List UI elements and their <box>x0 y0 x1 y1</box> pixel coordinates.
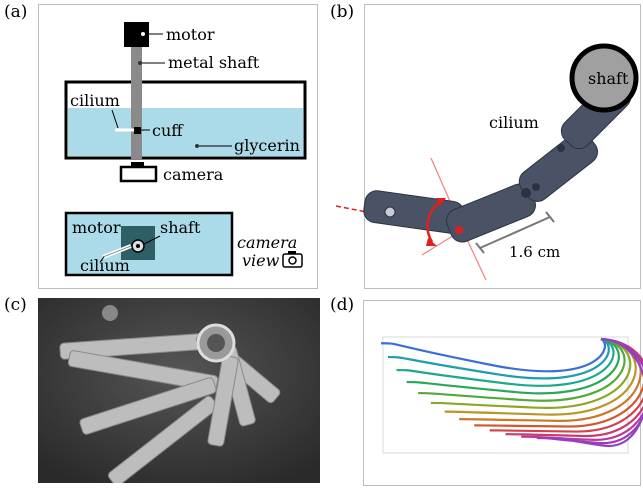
panel-c: (c) <box>0 295 320 488</box>
cilium-trace <box>536 337 643 445</box>
camera-body <box>119 165 158 183</box>
cilium-label: cilium <box>489 113 539 132</box>
glycerin-fill <box>68 108 303 156</box>
panel-b-photo: shaft cilium 1.6 cm <box>335 43 639 281</box>
view-cilium-label: cilium <box>80 256 130 275</box>
cuff <box>134 127 141 134</box>
view-shaft-label: shaft <box>160 218 201 237</box>
panel-b: (b) shaft cilium <box>326 0 643 290</box>
metal-shaft <box>131 47 142 159</box>
camera-mount <box>131 162 144 167</box>
panel-a-schematic: motor metal shaft cilium cuff glycerin c… <box>64 22 307 277</box>
panel-a-label: (a) <box>4 2 28 22</box>
scale-bar <box>475 211 555 254</box>
camera-view-label-2: view <box>242 251 280 270</box>
glycerin-label: glycerin <box>234 136 300 155</box>
panel-c-photo <box>38 298 320 483</box>
cilium-trace <box>551 337 643 447</box>
cilium-trace <box>381 337 607 373</box>
cilium-trace <box>406 337 620 395</box>
pivot-gear <box>102 305 236 363</box>
angle-arc <box>426 200 441 243</box>
cilium-trace <box>521 337 643 441</box>
camera-label: camera <box>163 165 224 184</box>
trace-group <box>381 337 643 447</box>
panel-a: (a) motor metal shaft cilium cuff glycer… <box>0 0 320 290</box>
shaft-label: shaft <box>588 69 629 88</box>
view-motor-label: motor <box>72 218 121 237</box>
panel-d: (d) <box>326 295 643 488</box>
cilium-trace <box>430 337 632 409</box>
metal-shaft-label: metal shaft <box>168 53 260 72</box>
cuff-label: cuff <box>152 121 184 140</box>
panel-b-label: (b) <box>330 2 355 22</box>
cilium-trace <box>396 337 615 387</box>
cilium-trace <box>387 337 610 380</box>
panel-d-traces <box>381 336 643 454</box>
camera-view-icon <box>282 251 303 268</box>
scale-label: 1.6 cm <box>509 243 560 261</box>
overlaid-chains <box>59 328 281 483</box>
shaft-disc <box>569 43 639 113</box>
panel-d-label: (d) <box>330 295 355 315</box>
panel-c-label: (c) <box>4 295 27 315</box>
cilium-trace <box>418 337 626 402</box>
tank <box>64 80 307 160</box>
camera-view-label-1: camera <box>237 233 297 252</box>
motor-label: motor <box>166 25 215 44</box>
cilium-label: cilium <box>70 91 120 110</box>
motor-block <box>124 22 149 47</box>
